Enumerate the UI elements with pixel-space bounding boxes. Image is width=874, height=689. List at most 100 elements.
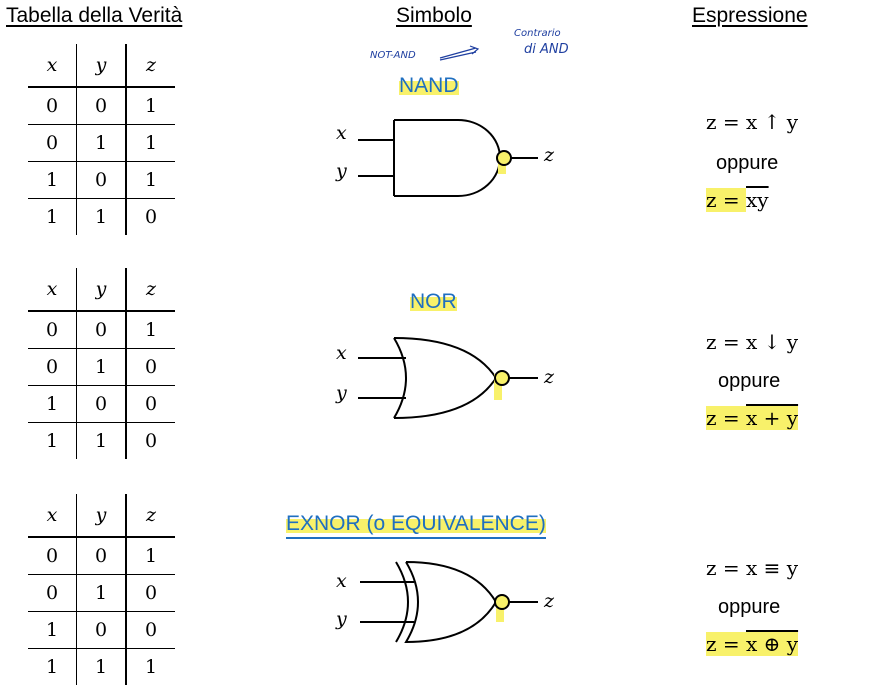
table-row: 1 0 0 [28, 385, 175, 423]
cell-z: 0 [126, 611, 175, 649]
table-row: 0 1 0 [28, 348, 175, 386]
cell-y: 0 [76, 611, 127, 649]
output-label-z: z [544, 590, 555, 612]
cell-y: 1 [76, 124, 127, 162]
table-row: 1 1 1 [28, 648, 175, 685]
cell-y: 0 [76, 385, 127, 423]
cell-x: 1 [28, 611, 77, 649]
or-word-nor: oppure [718, 370, 781, 392]
alt-expression-exnor: z = x ⊕ y [706, 632, 799, 656]
handwritten-note-contrario: Contrario [514, 28, 561, 39]
alt-expression-rhs: x + y [746, 406, 799, 430]
gate-name-nand: NAND [399, 74, 459, 98]
cell-x: 0 [28, 311, 77, 349]
table-header-row: x y z [28, 268, 175, 312]
cell-y: 1 [76, 648, 127, 685]
cell-z: 1 [126, 537, 175, 575]
column-header-z: z [126, 494, 175, 538]
table-header-row: x y z [28, 44, 175, 88]
table-row: 0 0 1 [28, 537, 175, 575]
nor-gate-symbol: x y z [330, 330, 570, 426]
alt-expression-nor: z = x + y [706, 406, 799, 430]
nor-gate-icon [358, 337, 538, 419]
truth-table-exnor: x y z 0 0 1 0 1 0 1 0 0 1 1 1 [28, 494, 175, 685]
gate-name-nor: NOR [410, 290, 457, 314]
or-word-nand: oppure [716, 152, 779, 174]
expression-nor: z = x ↓ y [706, 330, 799, 354]
alt-expression-lhs: z = [706, 188, 747, 212]
column-header-z: z [126, 268, 175, 312]
cell-y: 0 [76, 311, 127, 349]
cell-z: 0 [126, 385, 175, 423]
cell-z: 0 [126, 348, 175, 386]
output-label-z: z [544, 366, 555, 388]
nand-gate-symbol: x y z [330, 110, 570, 206]
expression-exnor: z = x ≡ y [706, 556, 799, 580]
table-row: 1 1 0 [28, 198, 175, 235]
header-expression: Espressione [692, 4, 808, 27]
cell-x: 1 [28, 648, 77, 685]
gate-name-nor-text: NOR [410, 290, 457, 313]
table-row: 1 1 0 [28, 422, 175, 459]
truth-table-nand: x y z 0 0 1 0 1 1 1 0 1 1 1 0 [28, 44, 175, 235]
header-truth-table: Tabella della Verità [6, 4, 183, 27]
cell-z: 0 [126, 574, 175, 612]
cell-y: 0 [76, 537, 127, 575]
input-label-y: y [336, 382, 347, 404]
truth-table-nor: x y z 0 0 1 0 1 0 1 0 0 1 1 0 [28, 268, 175, 459]
or-word-exnor: oppure [718, 596, 781, 618]
exnor-gate-symbol: x y z [330, 556, 570, 652]
table-header-row: x y z [28, 494, 175, 538]
exnor-gate-icon [360, 561, 538, 644]
alt-expression-nand: z = xy [706, 188, 769, 212]
table-row: 0 0 1 [28, 87, 175, 125]
table-row: 1 0 0 [28, 611, 175, 649]
input-label-x: x [336, 570, 347, 592]
cell-z: 1 [126, 311, 175, 349]
column-header-y: y [76, 268, 127, 312]
cell-z: 1 [126, 161, 175, 199]
input-label-x: x [336, 342, 347, 364]
input-label-y: y [336, 160, 347, 182]
cell-z: 0 [144, 206, 158, 228]
column-header-y: y [76, 44, 127, 88]
cell-x: 1 [28, 422, 77, 459]
input-label-y: y [336, 608, 347, 630]
column-header-x: x [28, 44, 77, 88]
handwritten-note-di-and: di AND [524, 42, 569, 57]
table-row: 0 1 0 [28, 574, 175, 612]
column-header-z: z [126, 44, 175, 88]
gate-name-exnor: EXNOR (o EQUIVALENCE) [286, 512, 546, 539]
expression-nand: z = x ↑ y [706, 110, 799, 134]
cell-y: 1 [76, 574, 127, 612]
cell-y: 1 [76, 422, 127, 459]
cell-x: 1 [28, 161, 77, 199]
cell-x: 1 [28, 198, 77, 235]
input-label-x: x [336, 122, 347, 144]
output-label-z: z [544, 144, 555, 166]
cell-z: 1 [144, 656, 158, 678]
table-row: 1 0 1 [28, 161, 175, 199]
cell-x: 1 [28, 385, 77, 423]
column-header-x: x [28, 494, 77, 538]
cell-x: 0 [28, 124, 77, 162]
nand-gate-icon [358, 119, 538, 197]
cell-z: 1 [126, 87, 175, 125]
alt-expression-rhs: x ⊕ y [746, 632, 799, 656]
cell-y: 1 [76, 198, 127, 235]
alt-expression-lhs: z = [706, 632, 747, 656]
column-header-y: y [76, 494, 127, 538]
cell-y: 0 [76, 87, 127, 125]
cell-x: 0 [28, 574, 77, 612]
cell-x: 0 [28, 87, 77, 125]
cell-y: 0 [76, 161, 127, 199]
header-symbol: Simbolo [396, 4, 472, 27]
cell-y: 1 [76, 348, 127, 386]
alt-expression-lhs: z = [706, 406, 747, 430]
gate-name-nand-text: NAND [399, 74, 459, 97]
cell-x: 0 [28, 537, 77, 575]
table-row: 0 1 1 [28, 124, 175, 162]
gate-name-exnor-text: EXNOR (o EQUIVALENCE) [286, 512, 546, 535]
table-row: 0 0 1 [28, 311, 175, 349]
alt-expression-rhs: xy [746, 188, 769, 212]
